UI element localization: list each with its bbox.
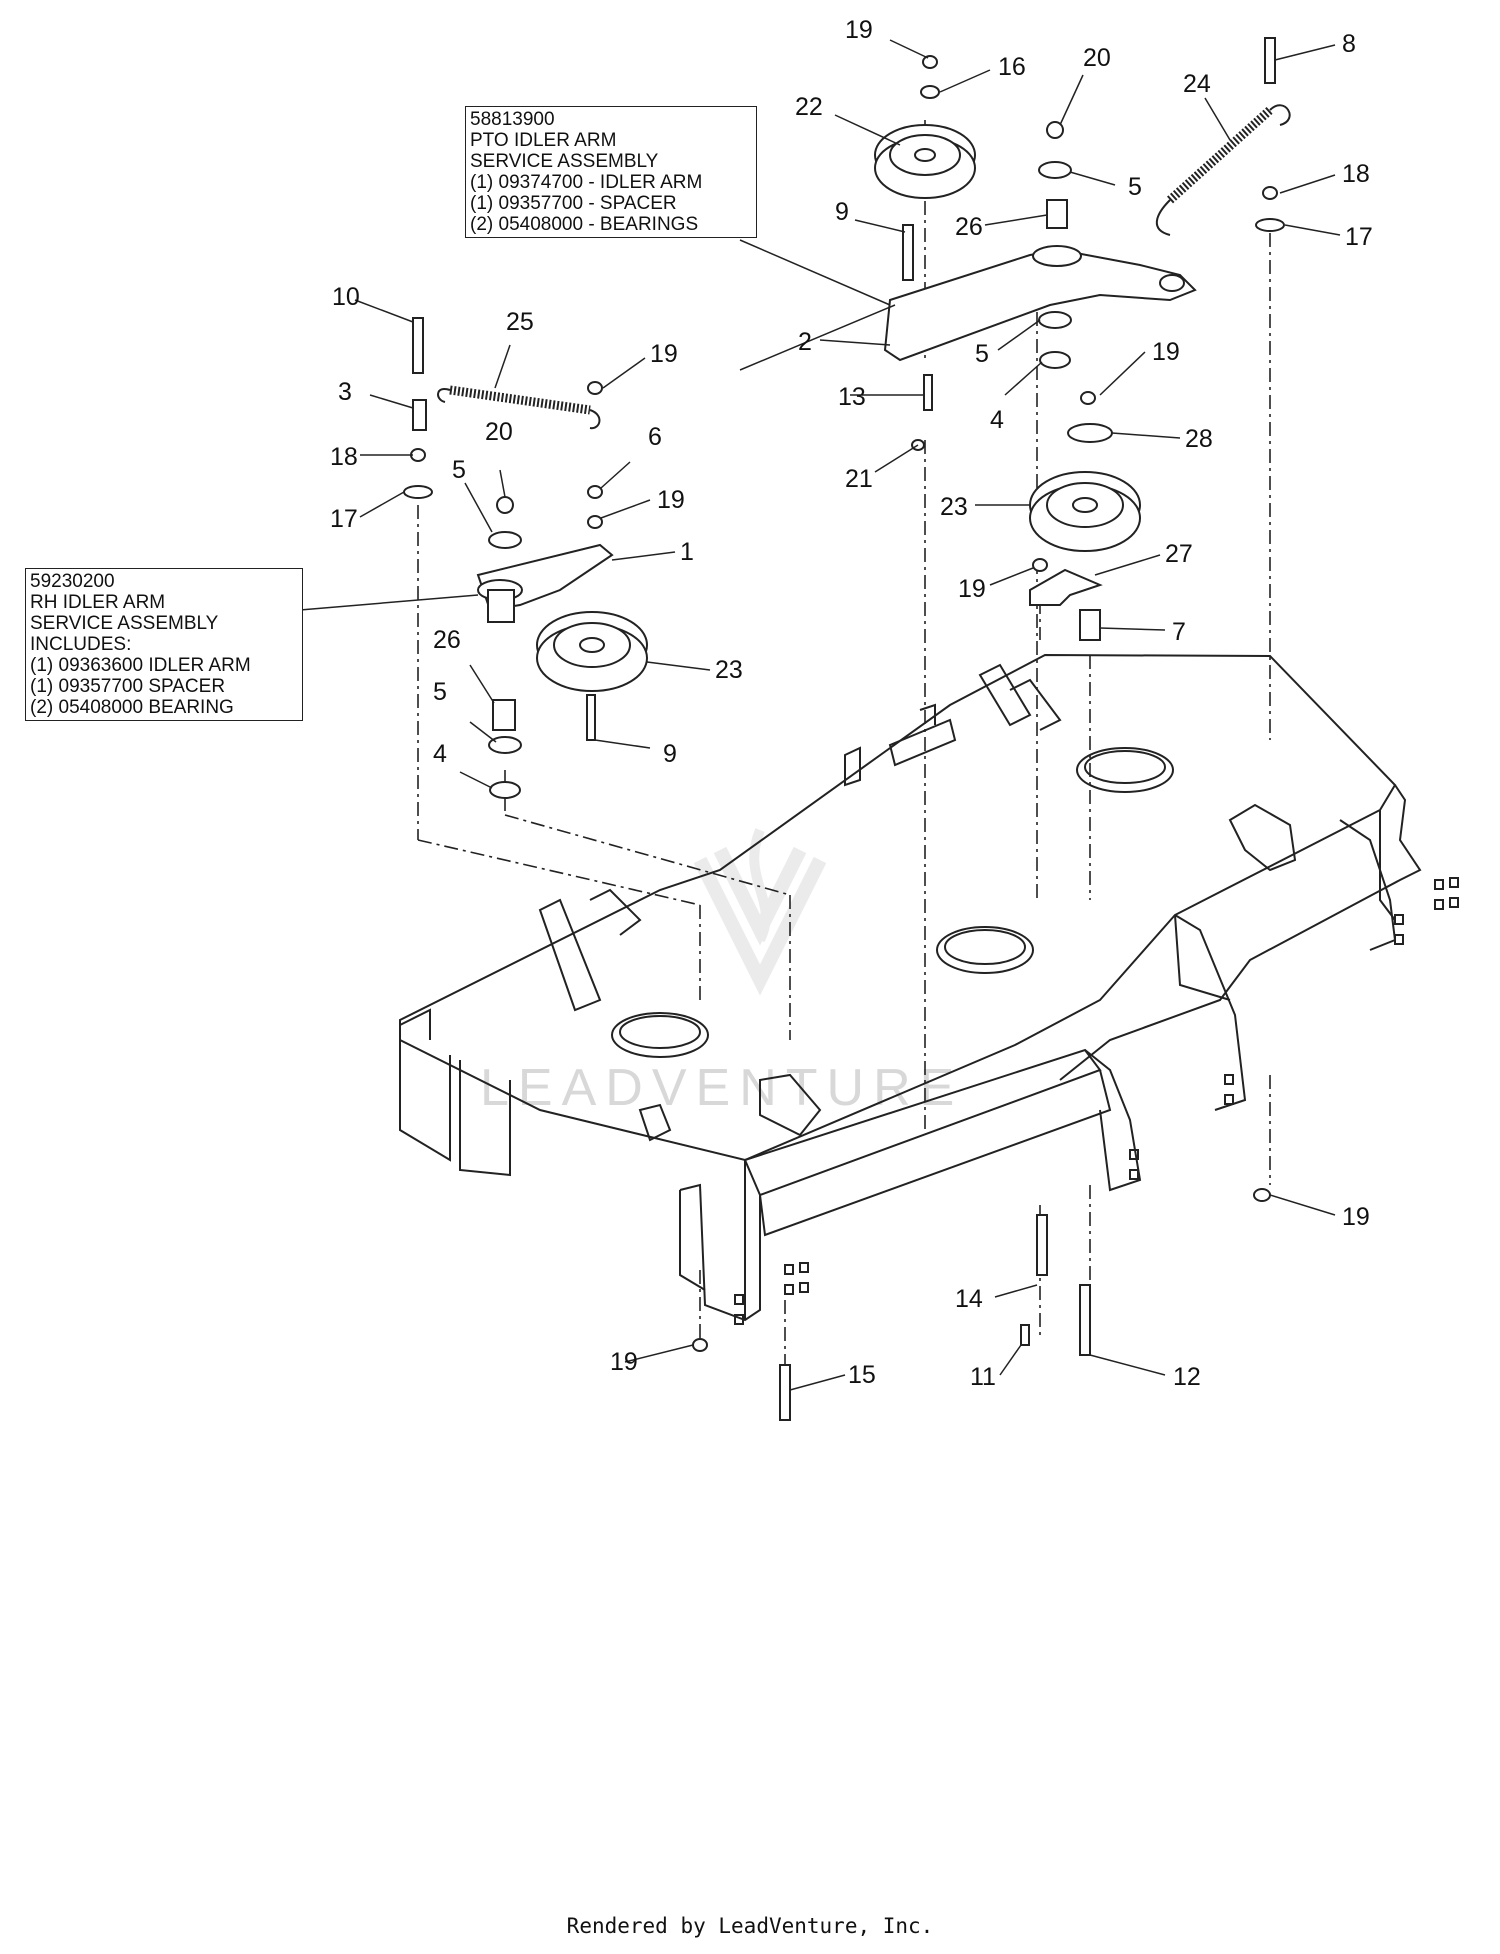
callout-label: 26 bbox=[955, 213, 983, 241]
callout-label: 19 bbox=[610, 1348, 638, 1376]
callout-label: 17 bbox=[330, 505, 358, 533]
assembly-lines bbox=[417, 120, 1271, 1370]
rh-idler-arm-assembly-note: 59230200 RH IDLER ARM SERVICE ASSEMBLY I… bbox=[25, 568, 303, 721]
callout-label: 5 bbox=[1128, 173, 1142, 201]
callout-label: 4 bbox=[433, 740, 447, 768]
callout-label: 19 bbox=[657, 486, 685, 514]
callout-label: 19 bbox=[650, 340, 678, 368]
watermark-text: LEADVENTURE bbox=[480, 1059, 963, 1117]
callout-label: 20 bbox=[485, 418, 513, 446]
assembly-line: (1) 09374700 - IDLER ARM bbox=[470, 172, 703, 193]
callout-label: 23 bbox=[940, 493, 968, 521]
assembly-line: PTO IDLER ARM bbox=[470, 130, 617, 151]
callout-label: 24 bbox=[1183, 70, 1211, 98]
callout-label: 20 bbox=[1083, 44, 1111, 72]
callout-label: 13 bbox=[838, 383, 866, 411]
assembly-line: SERVICE ASSEMBLY bbox=[470, 151, 659, 172]
callout-label: 4 bbox=[990, 406, 1004, 434]
assembly-line: 59230200 bbox=[30, 571, 115, 592]
callout-label: 19 bbox=[845, 16, 873, 44]
callout-label: 14 bbox=[955, 1285, 983, 1313]
callout-label: 26 bbox=[433, 626, 461, 654]
callout-label: 28 bbox=[1185, 425, 1213, 453]
callout-label: 10 bbox=[332, 283, 360, 311]
callout-label: 17 bbox=[1345, 223, 1373, 251]
callout-label: 6 bbox=[648, 423, 662, 451]
assembly-line: (1) 09357700 SPACER bbox=[30, 676, 226, 697]
callout-label: 5 bbox=[452, 456, 466, 484]
callout-labels: 19 16 20 8 22 24 5 18 9 26 17 2 10 25 19… bbox=[330, 16, 1373, 1391]
callout-label: 8 bbox=[1342, 30, 1356, 58]
callout-label: 15 bbox=[848, 1361, 876, 1389]
render-credit: Rendered by LeadVenture, Inc. bbox=[566, 1914, 934, 1938]
callout-label: 16 bbox=[998, 53, 1026, 81]
callout-label: 27 bbox=[1165, 540, 1193, 568]
assembly-line: INCLUDES: bbox=[30, 634, 132, 655]
assembly-line: (2) 05408000 - BEARINGS bbox=[470, 214, 699, 235]
callout-label: 21 bbox=[845, 465, 873, 493]
callout-label: 22 bbox=[795, 93, 823, 121]
callout-label: 12 bbox=[1173, 1363, 1201, 1391]
callout-label: 18 bbox=[1342, 160, 1370, 188]
assembly-line: 58813900 bbox=[470, 109, 555, 130]
assembly-line: (1) 09357700 - SPACER bbox=[470, 193, 677, 214]
callout-label: 3 bbox=[338, 378, 352, 406]
callout-label: 7 bbox=[1172, 618, 1186, 646]
assembly-line: (1) 09363600 IDLER ARM bbox=[30, 655, 251, 676]
callout-label: 2 bbox=[798, 328, 812, 356]
callout-label: 23 bbox=[715, 656, 743, 684]
callout-label: 5 bbox=[433, 678, 447, 706]
assembly-line: SERVICE ASSEMBLY bbox=[30, 613, 219, 634]
watermark-logo bbox=[693, 828, 827, 996]
assembly-line: (2) 05408000 BEARING bbox=[30, 697, 234, 718]
assembly-line: RH IDLER ARM bbox=[30, 592, 166, 613]
callout-label: 18 bbox=[330, 443, 358, 471]
callout-label: 19 bbox=[1342, 1203, 1370, 1231]
pto-idler-arm-assembly-note: 58813900 PTO IDLER ARM SERVICE ASSEMBLY … bbox=[465, 106, 757, 238]
callout-label: 11 bbox=[970, 1363, 996, 1391]
callout-leaders bbox=[299, 39, 1341, 1391]
callout-label: 25 bbox=[506, 308, 534, 336]
callout-label: 19 bbox=[958, 575, 986, 603]
callout-label: 1 bbox=[680, 538, 694, 566]
mower-deck bbox=[399, 653, 1459, 1325]
callout-label: 9 bbox=[663, 740, 677, 768]
callout-label: 19 bbox=[1152, 338, 1180, 366]
hardware-parts bbox=[403, 37, 1291, 1421]
callout-label: 5 bbox=[975, 340, 989, 368]
callout-label: 9 bbox=[835, 198, 849, 226]
